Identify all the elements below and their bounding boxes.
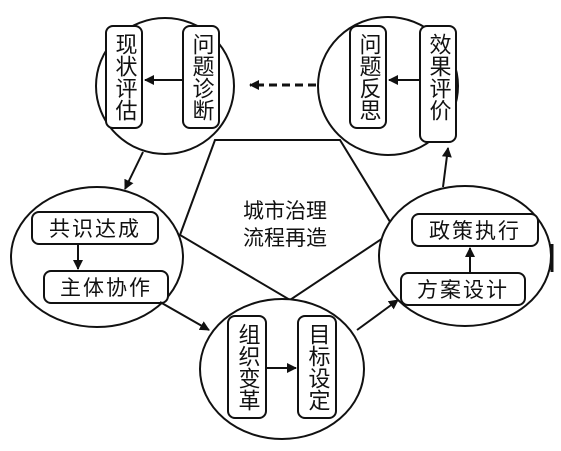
box-reflection — [349, 25, 387, 129]
node-top-right: 问题反思 效果评价 — [317, 16, 459, 156]
center-pentagon — [178, 139, 397, 302]
label-policy-execution: 政策执行 — [429, 219, 521, 243]
node-bottom: 组织变革 目标设定 — [199, 298, 365, 440]
arrow-middleright-to-topright — [441, 147, 452, 188]
label-plan-design: 方案设计 — [417, 278, 509, 302]
box-consensus — [31, 211, 159, 245]
box-assessment — [105, 25, 143, 129]
label-consensus: 共识达成 — [49, 217, 141, 241]
label-collaboration: 主体协作 — [60, 276, 152, 300]
arrow-topleft-to-middleleft — [124, 151, 144, 190]
arrow-bottom-to-middleright — [356, 299, 399, 331]
box-evaluation — [419, 25, 457, 143]
label-org-change: 组织变革 — [235, 323, 261, 411]
box-diagnosis — [182, 25, 220, 129]
box-execution — [411, 213, 539, 247]
center-label: 城市治理 流程再造 — [243, 199, 327, 250]
label-goal-setting: 目标设定 — [305, 323, 331, 411]
box-org-change — [227, 315, 267, 419]
label-effect-evaluation: 效果评价 — [426, 33, 452, 121]
box-collaboration — [43, 270, 169, 304]
center-title-line1: 城市治理 — [243, 199, 327, 223]
node-top-left: 现状评估 问题诊断 — [95, 17, 235, 155]
box-plan-design — [400, 272, 526, 306]
label-status-assessment: 现状评估 — [112, 33, 138, 121]
label-problem-diagnosis: 问题诊断 — [189, 33, 215, 121]
node-middle-right: 政策执行 方案设计 — [378, 185, 554, 327]
node-middle-left: 共识达成 主体协作 — [10, 186, 184, 328]
label-problem-reflection: 问题反思 — [356, 33, 382, 121]
arrow-middleleft-to-bottom — [159, 301, 210, 331]
box-goal-setting — [297, 315, 337, 419]
center-title-line2: 流程再造 — [243, 226, 327, 250]
